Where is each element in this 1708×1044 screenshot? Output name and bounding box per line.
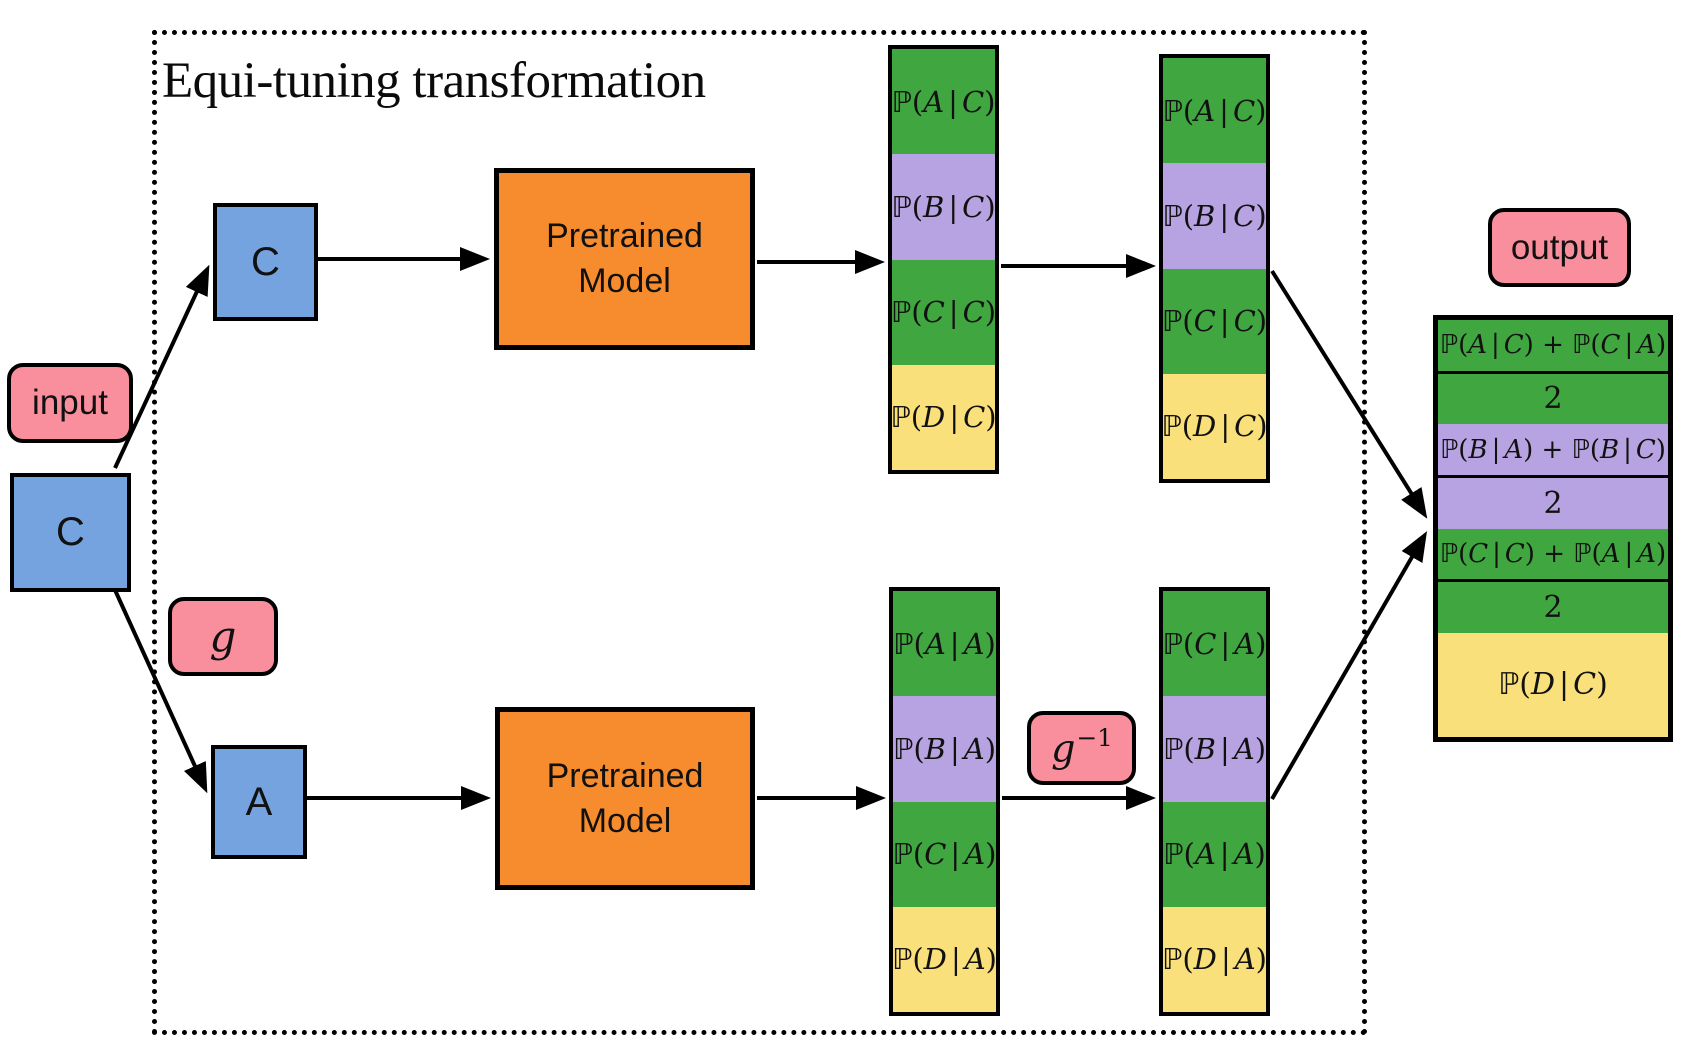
prob-label: ℙ(D|A): [1163, 942, 1266, 977]
diagram-title: Equi-tuning transformation: [162, 53, 706, 109]
prob-sum-label: ℙ(A|C) + ℙ(C|A): [1439, 330, 1667, 361]
prob-bar-bottom-pre: ℙ(A|A) ℙ(B|A) ℙ(C|A) ℙ(D|A): [889, 587, 1000, 1016]
prob-segment: ℙ(C|A): [893, 801, 996, 907]
prob-label: ℙ(A|A): [1163, 837, 1266, 872]
prob-segment: ℙ(C|C): [1163, 268, 1266, 374]
prob-segment: ℙ(D|C): [1163, 373, 1266, 479]
fraction-line: [1438, 370, 1668, 374]
bottom-branch-box: A: [211, 745, 307, 859]
output-segment: ℙ(B|A) + ℙ(B|C) 2: [1438, 424, 1668, 529]
prob-label: ℙ(D|C): [892, 400, 995, 435]
fraction-line: [1438, 474, 1668, 478]
prob-segment: ℙ(B|C): [1163, 163, 1266, 269]
top-branch-box: C: [213, 203, 318, 321]
prob-bar-top-post: ℙ(A|C) ℙ(B|C) ℙ(C|C) ℙ(D|C): [1159, 54, 1270, 483]
dotted-frame: [152, 30, 1367, 1035]
prob-label: ℙ(A|A): [893, 626, 996, 661]
output-box: ℙ(A|C) + ℙ(C|A) 2 ℙ(B|A) + ℙ(B|C) 2 ℙ(C|…: [1433, 315, 1673, 742]
input-box: C: [10, 473, 131, 592]
g-math: g: [209, 612, 237, 661]
output-segment: ℙ(C|C) + ℙ(A|A) 2: [1438, 528, 1668, 633]
prob-segment: ℙ(A|C): [1163, 58, 1266, 164]
prob-bar-bottom-post: ℙ(C|A) ℙ(B|A) ℙ(A|A) ℙ(D|A): [1159, 587, 1270, 1016]
output-segment: ℙ(D|C): [1438, 632, 1668, 737]
prob-segment: ℙ(B|C): [892, 154, 995, 260]
prob-segment: ℙ(C|A): [1163, 591, 1266, 697]
prob-label: ℙ(C|C): [892, 295, 995, 330]
prob-label: ℙ(D|A): [893, 942, 996, 977]
prob-label: ℙ(C|C): [1163, 304, 1266, 339]
prob-segment: ℙ(C|C): [892, 259, 995, 365]
prob-label: ℙ(A|C): [1163, 93, 1266, 128]
pretrained-model-top: Pretrained Model: [494, 168, 755, 350]
fraction-numerator: ℙ(A|C) + ℙ(C|A): [1438, 320, 1668, 371]
prob-segment: ℙ(B|A): [1163, 696, 1266, 802]
g-inverse-math: g−1: [1051, 723, 1113, 771]
prob-bar-top-pre: ℙ(A|C) ℙ(B|C) ℙ(C|C) ℙ(D|C): [888, 45, 999, 474]
prob-sum-label: ℙ(B|A) + ℙ(B|C): [1440, 434, 1666, 465]
fraction-numerator: ℙ(C|C) + ℙ(A|A): [1438, 529, 1668, 580]
prob-sum-label: ℙ(C|C) + ℙ(A|A): [1439, 538, 1667, 569]
prob-label: ℙ(B|C): [892, 189, 995, 224]
prob-label: ℙ(C|A): [1163, 626, 1266, 661]
output-label: output: [1488, 208, 1631, 287]
prob-segment: ℙ(A|C): [892, 49, 995, 155]
prob-segment: ℙ(D|A): [893, 906, 996, 1012]
prob-segment: ℙ(D|A): [1163, 906, 1266, 1012]
fraction-line: [1438, 579, 1668, 583]
prob-label: ℙ(D|C): [1498, 667, 1608, 703]
prob-label: ℙ(A|C): [892, 84, 995, 119]
fraction-numerator: ℙ(B|A) + ℙ(B|C): [1438, 424, 1668, 475]
output-segment: ℙ(A|C) + ℙ(C|A) 2: [1438, 320, 1668, 425]
input-label: input: [7, 363, 133, 443]
prob-segment: ℙ(A|A): [1163, 801, 1266, 907]
fraction-denominator: 2: [1543, 485, 1563, 521]
pretrained-model-bottom: Pretrained Model: [495, 707, 755, 890]
prob-label: ℙ(B|A): [1163, 731, 1266, 766]
prob-segment: ℙ(A|A): [893, 591, 996, 697]
fraction-denominator: 2: [1543, 589, 1563, 625]
g-inverse-label: g−1: [1027, 711, 1136, 785]
prob-segment: ℙ(B|A): [893, 696, 996, 802]
prob-label: ℙ(B|A): [893, 731, 996, 766]
prob-label: ℙ(B|C): [1163, 198, 1266, 233]
prob-label: ℙ(C|A): [893, 837, 996, 872]
prob-segment: ℙ(D|C): [892, 364, 995, 470]
fraction-denominator: 2: [1543, 381, 1563, 417]
g-transform-label: g: [168, 597, 278, 676]
prob-label: ℙ(D|C): [1163, 409, 1266, 444]
